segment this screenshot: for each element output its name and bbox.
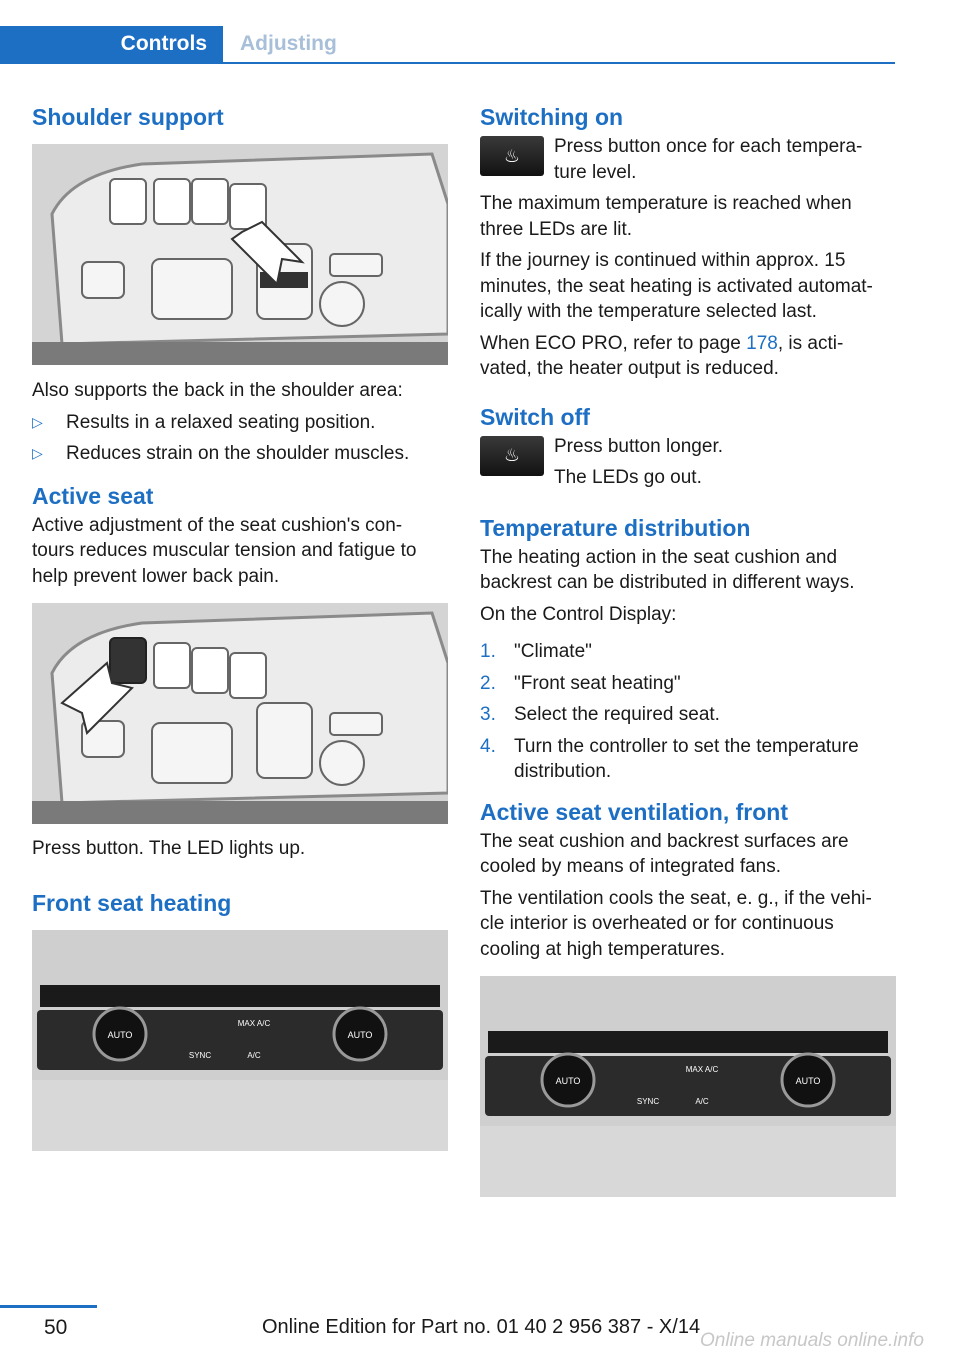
switch-off-heading: Switch off xyxy=(480,403,590,430)
switching-on-row: ♨ Press button once for each tempera‐ tu… xyxy=(480,134,896,185)
seat-heating-button-icon: ♨ xyxy=(480,136,544,176)
ventilation-p1: The seat cushion and backrest surfaces a… xyxy=(480,830,849,878)
max-ac-label: MAX A/C xyxy=(238,1019,271,1028)
right-column: Switching on ♨ Press button once for eac… xyxy=(480,100,896,1197)
triangle-bullet-icon: ▷ xyxy=(32,445,43,461)
shoulder-support-text: Also supports the back in the shoulder a… xyxy=(32,380,403,401)
edition-text: Online Edition for Part no. 01 40 2 956 … xyxy=(262,1316,701,1338)
ventilation-p2: The ventilation cools the seat, e. g., i… xyxy=(480,887,872,960)
list-item: 3.Select the required seat. xyxy=(480,704,720,725)
list-item: 4.Turn the controller to set the tempera… xyxy=(480,735,859,783)
list-item: 1."Climate" xyxy=(480,641,592,662)
page-number: 50 xyxy=(44,1316,68,1339)
watermark: Online manuals online.info xyxy=(700,1330,924,1351)
tab-adjusting[interactable]: Adjusting xyxy=(240,32,337,55)
active-seat-text: Active adjustment of the seat cushion's … xyxy=(32,514,417,587)
auto-label-right: AUTO xyxy=(348,1030,373,1040)
switching-on-p1: The maximum temperature is reached when … xyxy=(480,193,852,240)
auto-label-left: AUTO xyxy=(556,1076,581,1086)
footer-rule xyxy=(0,1305,97,1308)
shoulder-support-heading: Shoulder support xyxy=(32,104,224,130)
sync-label: SYNC xyxy=(189,1051,211,1060)
temperature-distribution-heading: Temperature distribution xyxy=(480,514,751,541)
left-column: Shoulder support Also supports the back … xyxy=(32,100,448,1151)
list-item: ▷Results in a relaxed seating position. xyxy=(32,410,448,436)
tab-controls[interactable]: Controls xyxy=(0,26,223,62)
triangle-bullet-icon: ▷ xyxy=(32,413,43,430)
climate-panel-image-2: AUTO AUTO MAX A/C SYNC A/C xyxy=(480,976,896,1197)
switch-off-line1: Press button longer. xyxy=(554,435,723,457)
header-tabbar: Controls Adjusting xyxy=(0,26,895,64)
page-link-178[interactable]: 178 xyxy=(746,332,778,354)
active-seat-caption: Press button. The LED lights up. xyxy=(32,838,306,859)
shoulder-support-list: ▷Results in a relaxed seating position. … xyxy=(32,410,448,467)
seat-heating-button-icon: ♨ xyxy=(480,435,544,476)
active-seat-heading: Active seat xyxy=(32,482,154,509)
max-ac-label: MAX A/C xyxy=(686,1065,719,1074)
switching-on-icon-text: Press button once for each tempera‐ ture… xyxy=(554,136,863,183)
active-seat-image xyxy=(32,603,448,824)
ventilation-heading: Active seat ventilation, front xyxy=(480,798,789,825)
ac-label: A/C xyxy=(695,1097,709,1106)
auto-label-left: AUTO xyxy=(108,1030,133,1040)
eco-pro-text: When ECO PRO, refer to page 178, is acti… xyxy=(480,332,844,380)
list-item: 2."Front seat heating" xyxy=(480,672,681,694)
ac-label: A/C xyxy=(247,1051,261,1060)
sync-label: SYNC xyxy=(637,1097,659,1106)
switching-on-p2: If the journey is continued within appro… xyxy=(480,250,873,322)
temperature-distribution-intro: On the Control Display: xyxy=(480,603,677,625)
switching-on-heading: Switching on xyxy=(480,104,624,130)
switch-off-row: ♨ Press button longer. The LEDs go out. xyxy=(480,434,896,491)
temperature-distribution-steps: 1."Climate" 2."Front seat heating" 3.Sel… xyxy=(480,639,896,785)
temperature-distribution-text: The heating action in the seat cushion a… xyxy=(480,546,855,594)
front-seat-heating-heading: Front seat heating xyxy=(32,889,232,916)
list-item: ▷Reduces strain on the shoulder muscles. xyxy=(32,441,448,467)
shoulder-support-image xyxy=(32,144,448,365)
switch-off-line2: The LEDs go out. xyxy=(554,467,702,488)
climate-panel-image: AUTO AUTO MAX A/C SYNC A/C xyxy=(32,929,448,1151)
auto-label-right: AUTO xyxy=(796,1076,821,1086)
